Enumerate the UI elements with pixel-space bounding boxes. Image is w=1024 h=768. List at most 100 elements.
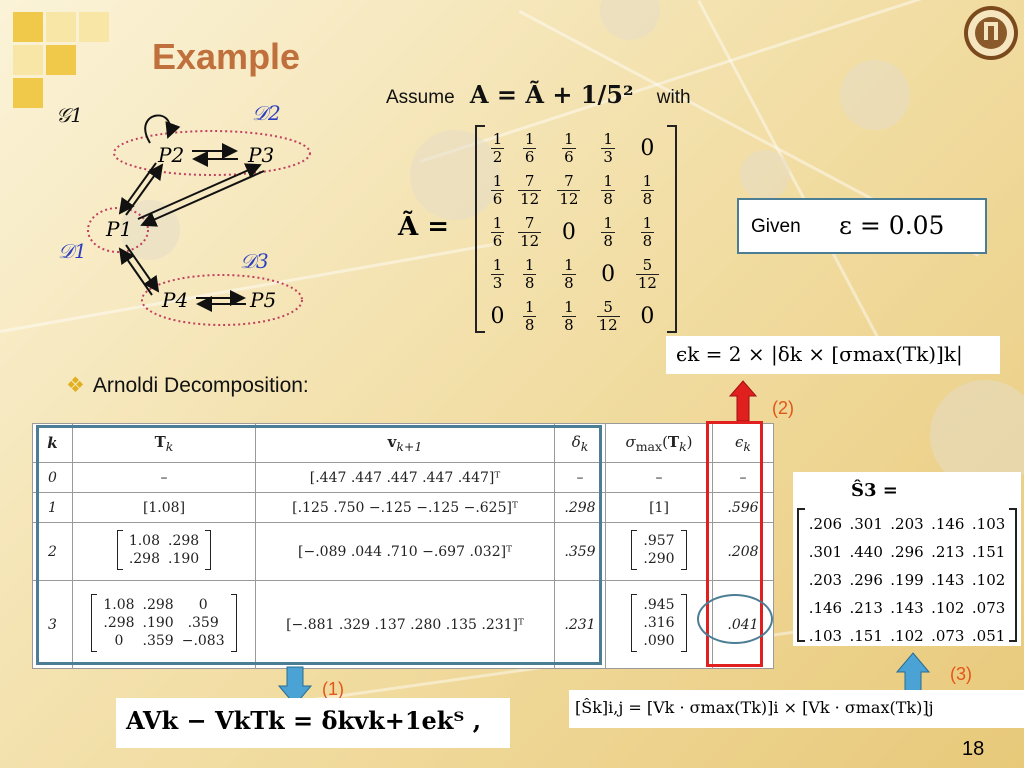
s3-matrix-box: Ŝ3 = .206 .301 .203 .146 .103 .301 .440 .296 .21… (793, 472, 1021, 646)
highlight-box-epsilon (706, 421, 763, 667)
node-p3: P3 (248, 143, 275, 167)
slide-title: Example (152, 36, 301, 77)
s3-row: .301.440.296.213.151 (805, 538, 1009, 566)
cell-sigma: .945.316.090 (605, 580, 713, 669)
graph-diagram: 𝒢1 𝒟2 𝒟1 𝒟3 P2 P3 P1 P4 P5 (50, 95, 330, 335)
cell-sigma: [1] (605, 492, 713, 523)
label-3: (3) (950, 664, 972, 684)
cell-delta: .231 (554, 580, 606, 669)
domain-label-2: 𝒟2 (252, 101, 281, 125)
s3-cell: .143 (931, 571, 965, 589)
matrix-a-cell: 0 (490, 303, 505, 329)
s3-cell: .296 (849, 571, 883, 589)
s3-cell: .073 (931, 627, 965, 645)
graph-name: 𝒢1 (56, 103, 83, 127)
highlight-circle-041 (697, 594, 773, 644)
header-v: vk+1 (255, 423, 555, 463)
table-row: 0–[.447 .447 .447 .447 .447]ᵀ––– (32, 462, 774, 493)
cell-T: [1.08] (72, 492, 256, 523)
header-T: Tk (72, 423, 256, 463)
arnoldi-table: k Tk vk+1 δk σmax(Tk) ϵk 0–[.447 .447 .4… (32, 423, 774, 669)
s3-cell: .203 (890, 515, 924, 533)
given-box: Given ε = 0.05 (737, 198, 987, 254)
cell-sigma: – (605, 462, 713, 493)
bracket-matrix: 1.08.298.298.190 (116, 529, 212, 570)
s3-cell: .206 (808, 515, 843, 533)
cell-eps: .596 (712, 492, 774, 523)
assume-equation: A = Ã + 1/5² (469, 80, 634, 109)
s3-row: .146 .213 .143 .102 .073 (805, 594, 1009, 622)
table-row: 1[1.08][.125 .750 −.125 −.125 −.625]ᵀ.29… (32, 492, 774, 523)
s3-cell: .143 (890, 599, 924, 617)
header-sigma: σmax(Tk) (605, 423, 713, 463)
s3-row: .203 .296 .199 .143 .102 (805, 566, 1009, 594)
assume-suffix: with (656, 87, 691, 108)
s3-cell: .440 (849, 543, 883, 561)
s3-cell: .213 (849, 599, 883, 617)
domain-2-ellipse (113, 130, 311, 176)
label-2: (2) (772, 398, 794, 418)
node-p1: P1 (106, 217, 133, 241)
assume-line: Assume A = Ã + 1/5² with (386, 80, 691, 109)
given-label: Given (751, 216, 801, 237)
s3-cell: .051 (971, 627, 1006, 645)
matrix-a-cell: 0 (561, 219, 576, 245)
s3-cell: .146 (808, 599, 843, 617)
cell-eps: – (712, 462, 774, 493)
s3-cell: .151 (849, 627, 883, 645)
arnoldi-equation: AVk − VkTk = δkvk+1ekᵀ , (116, 698, 510, 748)
s3-cell: .203 (808, 571, 843, 589)
page-number: 18 (962, 738, 985, 760)
domain-1-ellipse (87, 207, 149, 253)
node-p4: P4 (162, 288, 189, 312)
matrix-a-cell: 0 (640, 303, 655, 329)
s3-cell: .073 (971, 599, 1006, 617)
node-p2: P2 (158, 143, 185, 167)
label-1: (1) (322, 679, 344, 699)
s3-cell: .146 (931, 515, 965, 533)
red-up-arrow (728, 380, 758, 422)
matrix-a-tilde-lhs: Ã = (398, 212, 450, 242)
cell-sigma: .957.290 (605, 522, 713, 581)
domain-3-ellipse (141, 274, 303, 326)
given-equation: ε = 0.05 (839, 211, 945, 240)
s3-lhs: Ŝ3 = (851, 480, 898, 501)
matrix-a-cell: 0 (601, 261, 616, 287)
s3-cell: .103 (808, 627, 843, 645)
header-delta: δk (554, 423, 606, 463)
s3-cell: .102 (971, 571, 1006, 589)
s3-cell: .301 (808, 543, 843, 561)
s3-cell: .301 (849, 515, 883, 533)
s3-cell: .199 (890, 571, 924, 589)
bullet-arnoldi: ❖Arnoldi Decomposition: (66, 373, 309, 398)
s3-cell: .102 (890, 627, 924, 645)
s3-cell: .102 (931, 599, 965, 617)
s3-cell: .213 (931, 543, 965, 561)
matrix-a-cell: 0 (640, 135, 655, 161)
